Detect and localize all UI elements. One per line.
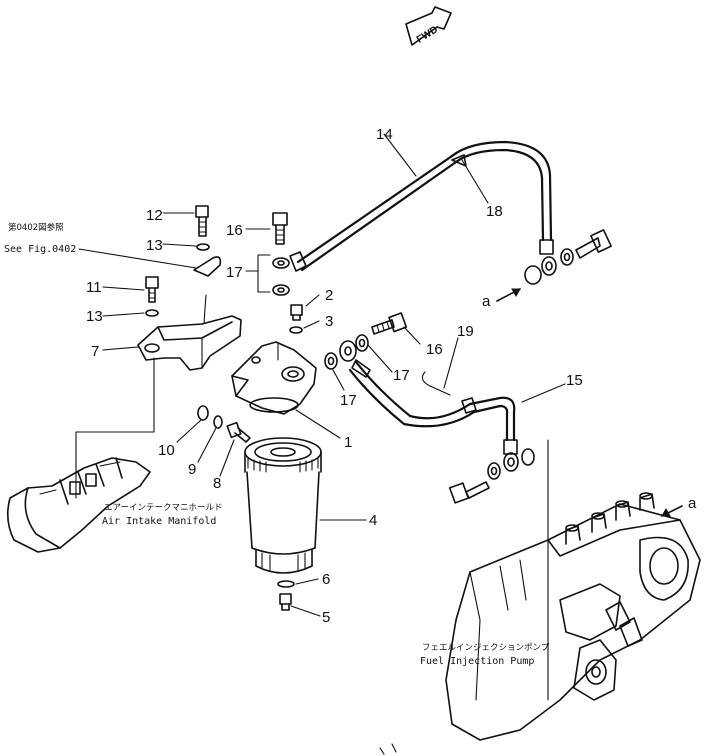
callout-6: 6 <box>322 571 330 588</box>
plug-2 <box>290 304 303 321</box>
view-arrow-a-upper <box>496 288 521 302</box>
callout-16-upper: 16 <box>226 222 243 239</box>
callout-5: 5 <box>322 609 330 626</box>
fuel-injection-pump <box>379 492 701 755</box>
bolt-12 <box>195 205 209 237</box>
washer-10 <box>197 405 209 421</box>
callout-11: 11 <box>86 279 102 296</box>
clamp <box>193 256 222 277</box>
plug-5 <box>279 593 292 611</box>
callout-15: 15 <box>566 372 583 389</box>
hose-15 <box>348 359 518 455</box>
leader-lines <box>75 133 566 701</box>
callout-17-lower: 17 <box>340 392 357 409</box>
washer-17-d <box>355 334 369 352</box>
callout-17-mid: 17 <box>393 367 410 384</box>
pump-label: Fuel Injection Pump <box>420 656 534 667</box>
bracket-7 <box>137 294 242 371</box>
callout-3: 3 <box>325 313 333 330</box>
bolt-16-lower <box>371 312 408 335</box>
callout-16-lower: 16 <box>426 341 443 358</box>
callout-10: 10 <box>158 442 175 459</box>
hose-14 <box>289 140 554 272</box>
callout-17-upper: 17 <box>226 264 243 281</box>
callout-8: 8 <box>213 475 221 492</box>
callout-9: 9 <box>188 461 196 478</box>
air-intake-label-jp: エアーインテークマニホールド <box>104 503 223 513</box>
see-fig-note-jp: 第0402図参照 <box>8 222 64 233</box>
washer-13-upper <box>196 243 210 251</box>
callout-13-upper: 13 <box>146 237 163 254</box>
washer-17-b <box>272 284 290 296</box>
callout-12: 12 <box>146 207 163 224</box>
filter-head-1 <box>231 341 317 415</box>
view-mark-a-upper: a <box>482 293 491 310</box>
callout-13-lower: 13 <box>86 308 103 325</box>
callout-4: 4 <box>369 512 377 529</box>
filter-element-4 <box>244 437 322 574</box>
air-intake-label: Air Intake Manifold <box>102 516 216 527</box>
washer-6 <box>277 580 295 588</box>
view-mark-a-lower: a <box>688 495 697 512</box>
callout-1: 1 <box>344 434 352 451</box>
callout-7: 7 <box>91 343 99 360</box>
callout-19: 19 <box>457 323 474 340</box>
fittings-pump <box>448 448 535 504</box>
pump-label-jp: フェエルインジェクションポンプ <box>422 643 550 653</box>
view-arrow-a-lower <box>661 505 683 517</box>
callout-labels: 12 13 11 13 7 16 17 2 3 14 18 a 16 17 17… <box>86 126 697 626</box>
bolt-11 <box>145 276 159 303</box>
callout-2: 2 <box>325 287 333 304</box>
bolt-16-upper <box>272 212 288 245</box>
fwd-arrow: FWD <box>405 6 452 46</box>
see-fig-note: See Fig.0402 <box>4 244 76 255</box>
washer-9 <box>213 415 223 429</box>
notes: 第0402図参照 See Fig.0402 エアーインテークマニホールド Air… <box>4 222 550 667</box>
washer-13-lower <box>145 309 159 317</box>
fittings-right-top <box>524 229 612 285</box>
callout-18: 18 <box>486 203 503 220</box>
washer-3 <box>289 326 303 334</box>
washer-17-a <box>272 257 290 269</box>
bolt-8 <box>226 421 251 443</box>
callout-14: 14 <box>376 126 393 143</box>
washer-17-c <box>324 352 338 370</box>
air-intake-manifold <box>6 457 151 553</box>
